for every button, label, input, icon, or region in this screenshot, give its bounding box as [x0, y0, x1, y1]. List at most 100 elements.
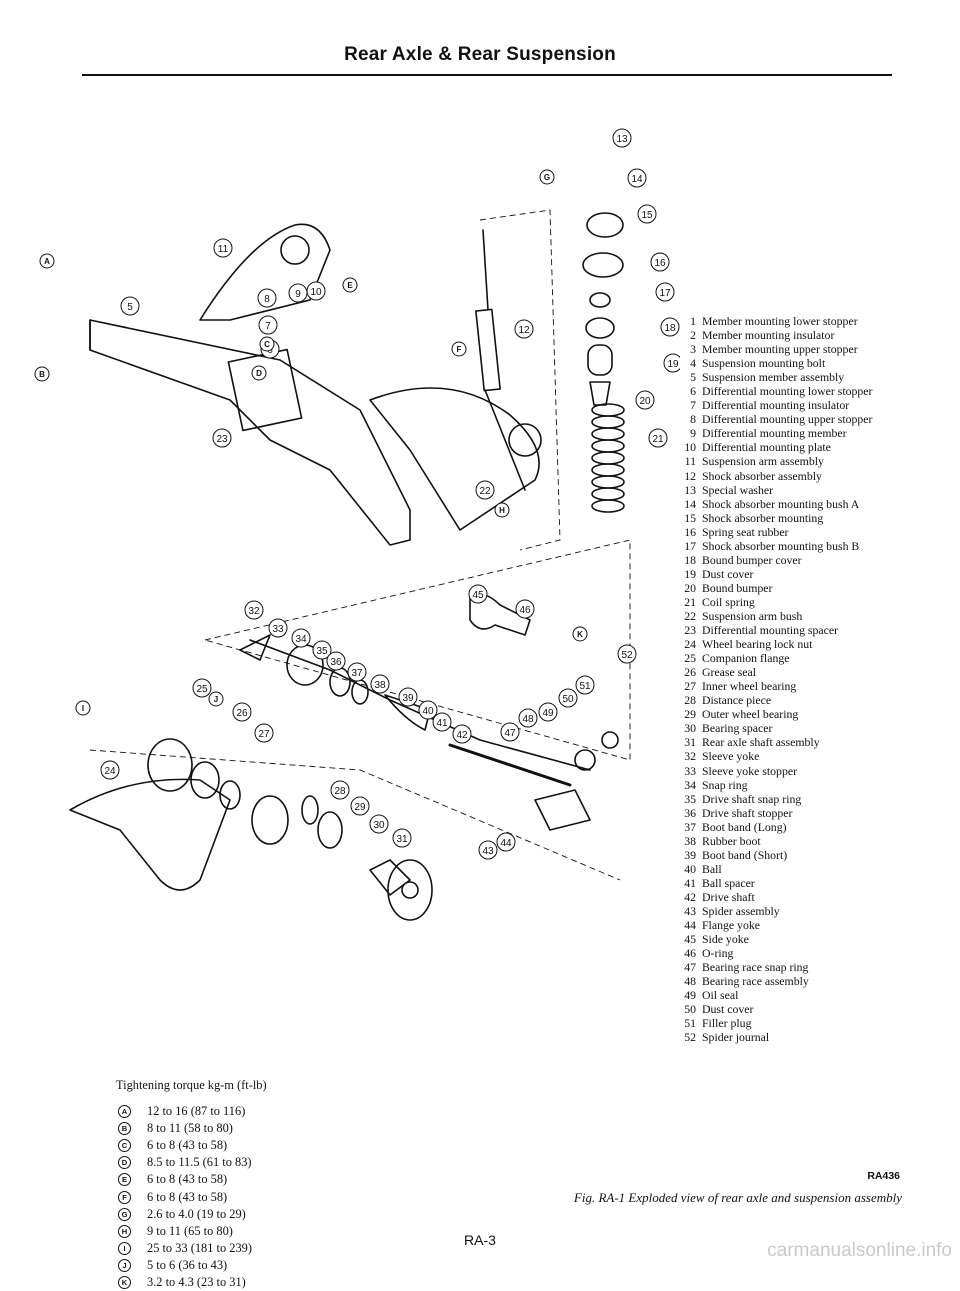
legend-item-label: Shock absorber mounting bush B [702, 538, 860, 553]
legend-item-label: Boot band (Short) [702, 847, 788, 862]
legend-item-number: 10 [684, 440, 696, 455]
callout-20: 20 [635, 390, 655, 410]
callout-23: 23 [212, 428, 232, 448]
figure-caption: Fig. RA-1 Exploded view of rear axle and… [573, 1190, 902, 1205]
svg-text:33: 33 [272, 624, 284, 635]
callout-35: 35 [312, 640, 332, 660]
svg-text:46: 46 [519, 605, 531, 616]
svg-text:31: 31 [396, 834, 408, 845]
svg-text:K: K [577, 630, 583, 639]
legend-item-label: Member mounting insulator [702, 328, 835, 343]
torque-mark: C [118, 1139, 131, 1153]
svg-text:41: 41 [436, 718, 448, 729]
legend-item-number: 42 [684, 889, 696, 904]
callout-18: 18 [660, 317, 680, 337]
callout-31: 31 [392, 828, 412, 848]
svg-text:37: 37 [351, 668, 363, 679]
svg-text:50: 50 [562, 694, 574, 705]
torque-row: G 2.6 to 4.0 (19 to 29) [116, 1206, 416, 1223]
legend-item-label: Ball [702, 861, 722, 876]
legend-item-label: Shock absorber mounting bush A [702, 496, 860, 511]
svg-text:28: 28 [334, 786, 346, 797]
legend-item-label: Suspension arm assembly [702, 454, 824, 469]
legend-item-number: 22 [684, 608, 696, 623]
legend-item-label: Suspension arm bush [702, 608, 803, 623]
legend-item-number: 35 [684, 791, 696, 806]
legend-item-number: 37 [684, 819, 696, 834]
legend-item-label: Spider journal [702, 1030, 770, 1045]
torque-value: 9 to 11 (65 to 80) [147, 1223, 233, 1238]
callout-48: 48 [518, 708, 538, 728]
torque-callout-E: E [342, 277, 358, 293]
callout-50: 50 [558, 688, 578, 708]
legend-item-number: 46 [684, 946, 696, 961]
callout-19: 19 [663, 353, 680, 373]
svg-text:21: 21 [652, 434, 664, 445]
legend-item-number: 17 [684, 538, 696, 553]
svg-text:45: 45 [472, 590, 484, 601]
callout-33: 33 [268, 618, 288, 638]
legend-item-label: Shock absorber mounting [702, 510, 824, 525]
callout-25: 25 [192, 678, 212, 698]
legend-item-number: 1 [690, 314, 696, 328]
legend-item-number: 47 [684, 960, 696, 975]
svg-text:7: 7 [265, 321, 271, 332]
svg-text:49: 49 [542, 708, 554, 719]
svg-text:10: 10 [310, 287, 322, 298]
callout-10: 10 [306, 281, 326, 301]
svg-text:14: 14 [631, 174, 643, 185]
legend-item-number: 7 [690, 398, 696, 413]
callout-13: 13 [612, 128, 632, 148]
callout-34: 34 [291, 628, 311, 648]
torque-value: 8.5 to 11.5 (61 to 83) [147, 1155, 252, 1170]
torque-mark: H [118, 1224, 131, 1238]
legend-item-label: Spring seat rubber [702, 524, 789, 539]
legend-item-number: 51 [684, 1016, 696, 1031]
svg-text:9: 9 [295, 289, 301, 300]
legend-item-number: 21 [684, 594, 696, 609]
torque-callout-A: A [39, 253, 55, 269]
legend-item-number: 16 [684, 524, 696, 539]
legend-item-label: Grease seal [702, 665, 757, 680]
legend-item-number: 40 [684, 861, 696, 876]
legend-item-label: Differential mounting spacer [702, 623, 839, 638]
svg-text:8: 8 [264, 294, 270, 305]
callout-7: 7 [258, 315, 278, 335]
legend-item-label: Filler plug [702, 1016, 752, 1031]
svg-text:22: 22 [479, 486, 491, 497]
svg-text:39: 39 [402, 693, 414, 704]
torque-value: 2.6 to 4.0 (19 to 29) [147, 1206, 246, 1221]
legend-item-number: 52 [684, 1030, 696, 1045]
legend-item-label: Rubber boot [702, 833, 761, 848]
torque-mark: E [118, 1173, 131, 1187]
torque-callout-H: H [494, 502, 510, 518]
svg-text:17: 17 [659, 288, 671, 299]
legend-item-number: 29 [684, 707, 696, 722]
svg-text:I: I [82, 704, 84, 713]
svg-text:26: 26 [236, 708, 248, 719]
legend-item-number: 36 [684, 805, 696, 820]
svg-text:47: 47 [504, 728, 516, 739]
torque-value: 8 to 11 (58 to 80) [147, 1121, 233, 1136]
torque-mark: G [118, 1207, 131, 1221]
legend-item-number: 2 [690, 328, 696, 343]
